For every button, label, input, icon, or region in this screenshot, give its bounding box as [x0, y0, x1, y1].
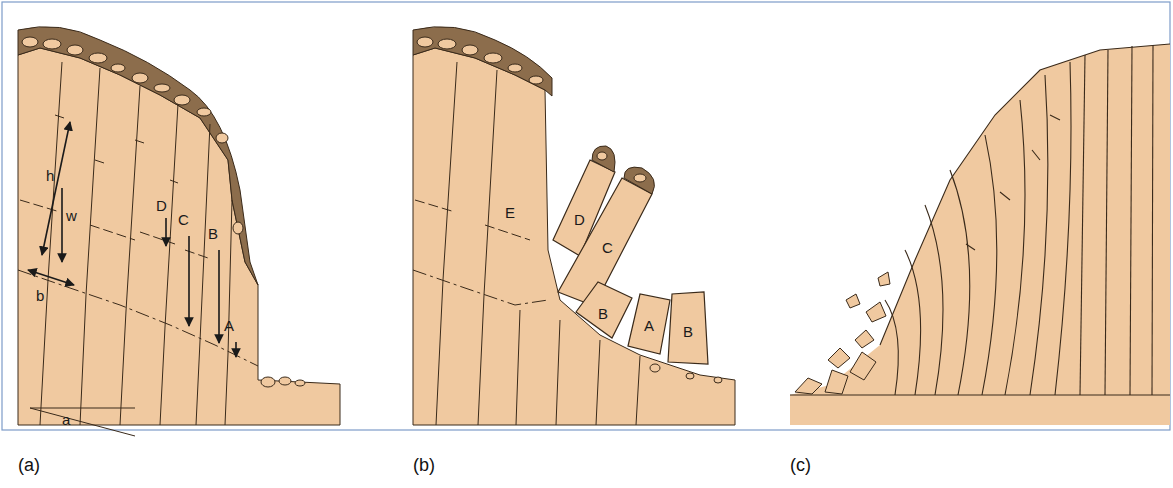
- block-letter: C: [602, 240, 613, 255]
- panel-label: (c): [790, 456, 811, 474]
- dimension-label: h: [46, 168, 54, 183]
- angle-label: a: [62, 412, 70, 427]
- block-letter: B: [208, 226, 218, 241]
- block-letter: E: [505, 205, 515, 220]
- dimension-label: w: [66, 208, 77, 223]
- block-letter: A: [644, 318, 654, 333]
- dimension-label: b: [36, 288, 44, 303]
- block-letter: D: [574, 212, 585, 227]
- block-letter: B: [598, 306, 608, 321]
- panel-label: (b): [413, 456, 435, 474]
- block-letter: B: [683, 324, 693, 339]
- block-letter: A: [224, 318, 234, 333]
- block-letter: C: [178, 212, 189, 227]
- block-letter: D: [156, 198, 167, 213]
- panel-label: (a): [18, 456, 40, 474]
